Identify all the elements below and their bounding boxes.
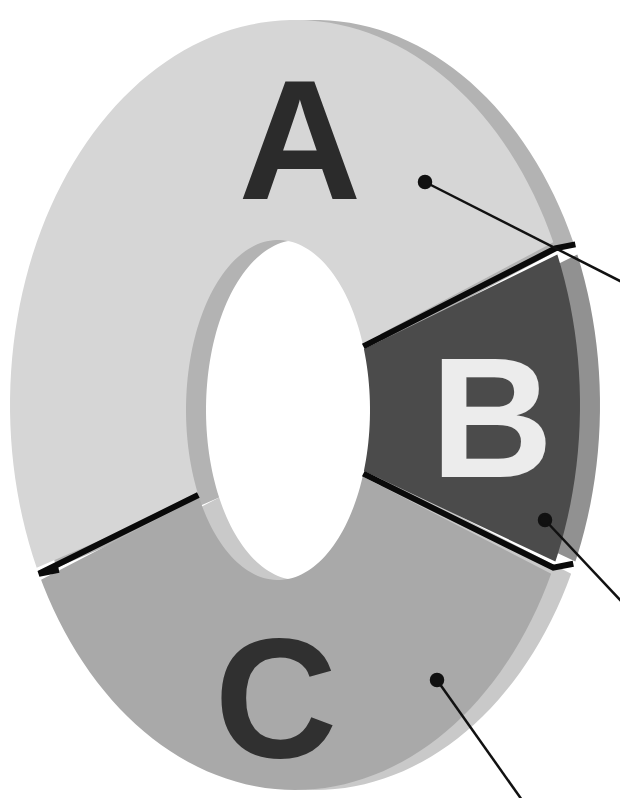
segment-letter: B <box>431 333 554 503</box>
ring-segment: C <box>41 476 552 790</box>
segment-letter: C <box>215 613 338 783</box>
leader-line <box>425 182 620 282</box>
leader-lines <box>419 176 620 798</box>
cut-line <box>363 244 575 346</box>
leader-dot <box>431 674 443 686</box>
leader-line <box>437 680 522 798</box>
segment-cuts <box>39 244 576 573</box>
segment-face <box>41 476 551 790</box>
segment-letter: A <box>239 55 362 225</box>
cut-line <box>39 495 198 574</box>
segment-face <box>10 20 553 568</box>
cut-line <box>363 474 573 568</box>
leader-dot <box>539 514 551 526</box>
leader-dot <box>419 176 431 188</box>
leader-line <box>545 520 620 602</box>
